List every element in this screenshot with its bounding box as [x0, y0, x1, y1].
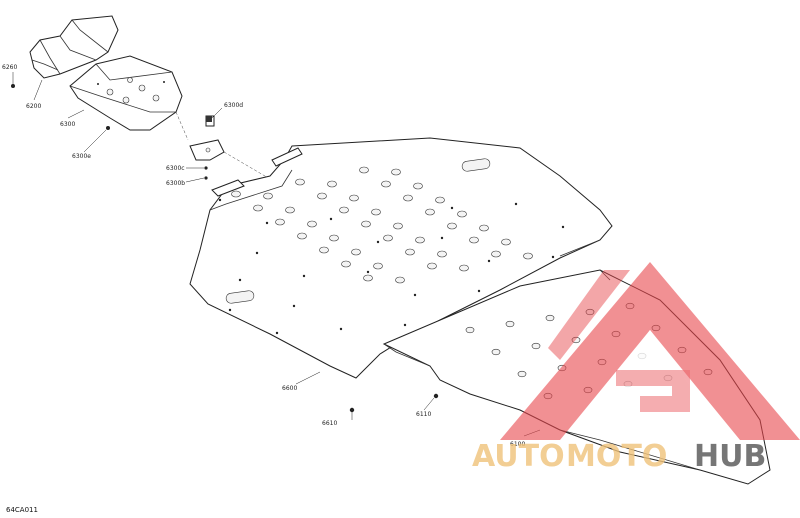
rivet-dot: [487, 259, 491, 263]
fasteners: [11, 84, 439, 413]
callout-6100: 6100: [510, 441, 525, 448]
rivet-dot: [477, 289, 481, 293]
watermark-auto: AUTO: [472, 439, 565, 474]
plate-hole: [413, 182, 423, 190]
rivet-dot: [265, 221, 269, 225]
rivet-dot: [255, 251, 259, 255]
plate-hole: [371, 208, 381, 216]
rivet-dot: [302, 274, 306, 278]
rivet-dot: [561, 225, 565, 229]
plate-hole: [329, 234, 339, 242]
plate-hole: [297, 232, 307, 240]
rivet-dot: [339, 327, 343, 331]
callout-6300c: 6300c: [166, 165, 185, 172]
plate-hole: [295, 178, 305, 186]
leader-lines: [12, 72, 541, 437]
callout-6260: 6260: [2, 64, 17, 71]
plate-hole: [545, 314, 555, 322]
watermark-moto: MOTO: [566, 439, 667, 474]
plate-hole: [469, 236, 479, 244]
plate-hole: [447, 222, 457, 230]
plate-hole: [253, 204, 263, 212]
plate-hole: [341, 260, 351, 268]
plate-hole: [571, 336, 581, 344]
rivet-dot: [218, 198, 222, 202]
plate-hole: [317, 192, 327, 200]
plate-hole: [231, 190, 241, 198]
middle-skid-plate: [69, 55, 183, 131]
plate-hole: [427, 262, 437, 270]
plate-hole: [403, 194, 413, 202]
plate-hole: [361, 220, 371, 228]
rivet-dot: [292, 304, 296, 308]
plate-hole: [351, 248, 361, 256]
plate-hole: [393, 222, 403, 230]
plate-hole: [349, 194, 359, 202]
plate-hole: [373, 262, 383, 270]
rivet-dot: [329, 217, 333, 221]
rivet-dot: [366, 270, 370, 274]
plate-hole: [405, 248, 415, 256]
plate-hole: [285, 206, 295, 214]
plate-hole: [381, 180, 391, 188]
callouts: 6260 6200 6300 6300e 6300d 6300c 6300b 6…: [2, 64, 525, 448]
callout-6600: 6600: [282, 385, 297, 392]
rivet-dot: [228, 308, 232, 312]
plate-hole: [263, 192, 273, 200]
plate-hole: [275, 218, 285, 226]
plate-hole: [585, 308, 595, 316]
plate-hole: [415, 236, 425, 244]
plate-hole: [383, 234, 393, 242]
plate-hole: [425, 208, 435, 216]
plate-hole: [479, 224, 489, 232]
plate-hole: [307, 220, 317, 228]
rivet-dot: [413, 293, 417, 297]
rivet-dot: [450, 206, 454, 210]
plate-hole: [395, 276, 405, 284]
callout-6110: 6110: [416, 411, 431, 418]
plate-hole: [359, 166, 369, 174]
rivet-dot: [403, 323, 407, 327]
callout-6300: 6300: [60, 121, 75, 128]
plate-hole: [505, 320, 515, 328]
plate-hole: [339, 206, 349, 214]
callout-6300e: 6300e: [72, 153, 91, 160]
plate-hole: [391, 168, 401, 176]
central-plate-holes: [218, 166, 565, 335]
plate-hole: [491, 250, 501, 258]
rivet-dot: [376, 240, 380, 244]
plate-hole: [319, 246, 329, 254]
central-skid-plate: [189, 137, 613, 379]
callout-6200: 6200: [26, 103, 41, 110]
rivet-dot: [440, 236, 444, 240]
plate-hole: [363, 274, 373, 282]
plate-hole: [457, 210, 467, 218]
diagram-code: 64CA011: [6, 506, 38, 514]
front-skid-plate: [29, 15, 119, 79]
rivet-dot: [238, 278, 242, 282]
plate-hole: [437, 250, 447, 258]
mounting-bracket: [175, 111, 283, 187]
plate-hole: [465, 326, 475, 334]
watermark-logo: AUTO MOTO HUB: [472, 262, 800, 474]
triangle-logo-icon: [500, 262, 800, 440]
plate-hole: [435, 196, 445, 204]
watermark-hub: HUB: [694, 439, 766, 474]
rivet-dot: [514, 202, 518, 206]
plate-hole: [517, 370, 527, 378]
plate-hole: [501, 238, 511, 246]
callout-6610: 6610: [322, 420, 337, 427]
plate-hole: [531, 342, 541, 350]
plate-hole: [327, 180, 337, 188]
callout-6300b: 6300b: [166, 180, 185, 187]
callout-6300d: 6300d: [224, 102, 243, 109]
plate-hole: [491, 348, 501, 356]
plate-hole: [459, 264, 469, 272]
plate-hole: [523, 252, 533, 260]
rivet-dot: [551, 255, 555, 259]
rivet-dot: [275, 331, 279, 335]
